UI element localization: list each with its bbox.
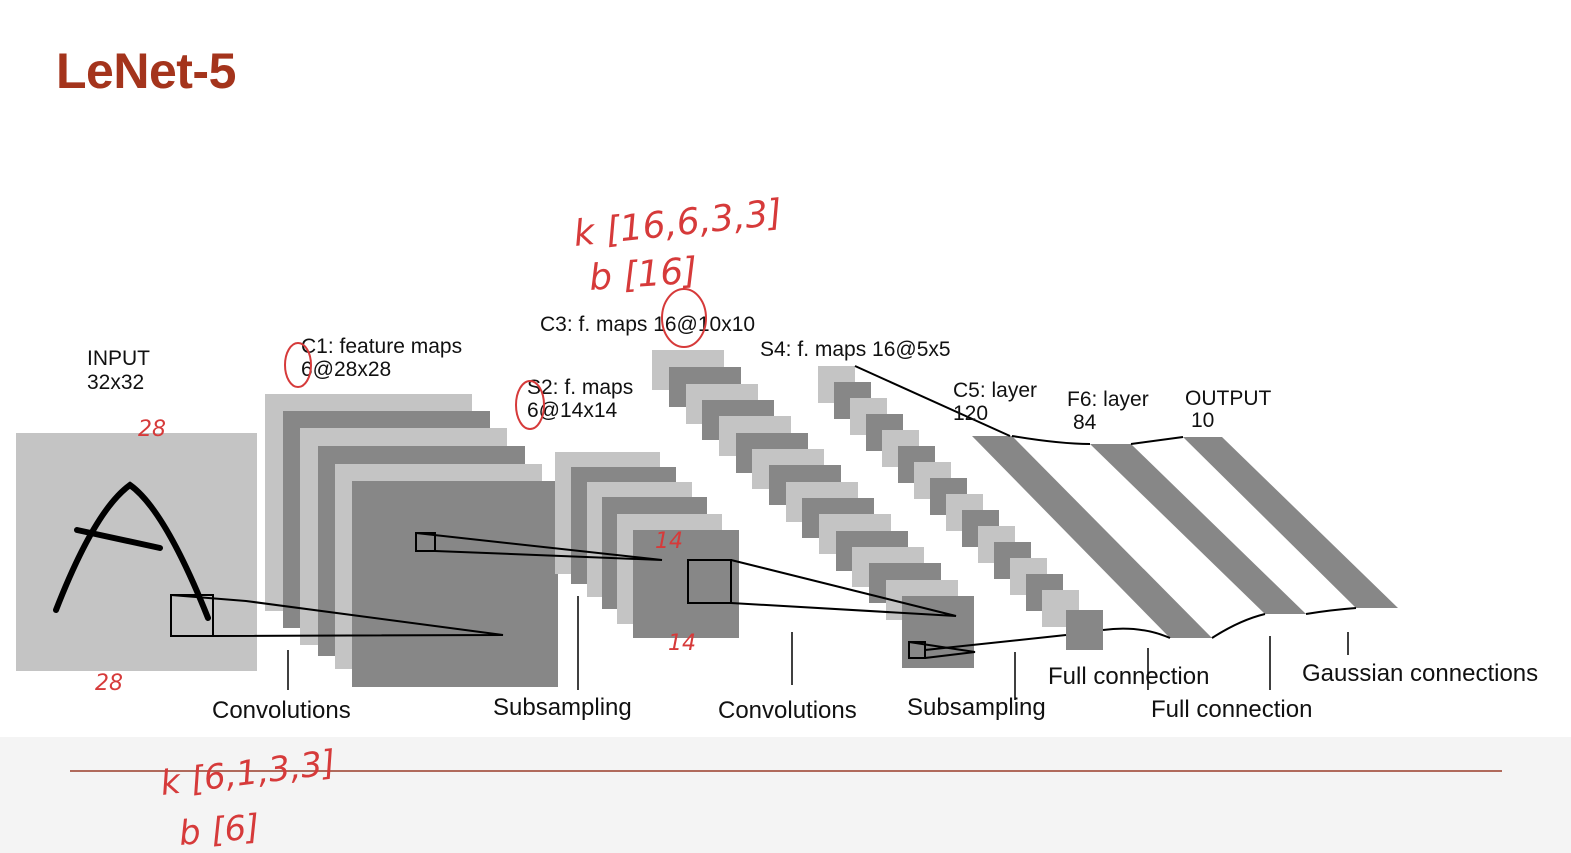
red-circle-annotations (284, 288, 707, 430)
op-label-subsampling-2: Subsampling (907, 694, 1046, 721)
output-layer (1183, 437, 1398, 608)
s4-feature-maps (818, 366, 1103, 650)
f6-label: F6: layer (1067, 388, 1149, 411)
c1-kernel-note: k [6,1,3,3] (158, 743, 338, 804)
input-image (16, 433, 257, 671)
input-height-note: 28 (95, 671, 123, 696)
c1-size-label: 6@28x28 (301, 358, 391, 381)
c3-bias-note: b [16] (588, 251, 699, 299)
f6-size-label: 84 (1073, 411, 1097, 434)
c5-size-label: 120 (953, 402, 988, 425)
input-width-note: 28 (138, 417, 166, 442)
handwritten-a-glyph (53, 481, 211, 621)
s2-feature-maps (555, 452, 739, 638)
c1-label: C1: feature maps (301, 335, 462, 358)
footer-rule (70, 770, 1502, 772)
slide-footer-band (0, 737, 1571, 853)
s2-size-label: 6@14x14 (527, 399, 618, 422)
op-label-convolutions-2: Convolutions (718, 697, 857, 724)
c5-layer (972, 436, 1212, 638)
output-label: OUTPUT (1185, 387, 1272, 410)
c5-label: C5: layer (953, 379, 1037, 402)
input-size-label: 32x32 (87, 371, 144, 394)
f6-layer (1090, 444, 1306, 614)
c3-kernel-note: k [16,6,3,3] (572, 192, 784, 255)
c1-feature-maps (265, 394, 558, 687)
op-label-gaussian-connections: Gaussian connections (1302, 660, 1538, 687)
s2-label: S2: f. maps (527, 376, 633, 399)
s2-width-note: 14 (655, 529, 683, 554)
connection-lines (854, 365, 1357, 639)
receptive-field-lines (170, 532, 1067, 659)
output-size-label: 10 (1191, 409, 1214, 432)
c1-bias-note: b [6] (177, 807, 261, 853)
s4-label: S4: f. maps 16@5x5 (760, 338, 951, 361)
op-label-subsampling-1: Subsampling (493, 694, 632, 721)
op-label-convolutions-1: Convolutions (212, 697, 351, 724)
c3-label: C3: f. maps 16@10x10 (540, 313, 755, 336)
operation-dividers (287, 596, 1349, 700)
op-label-full-connection-1: Full connection (1048, 663, 1209, 690)
s2-height-note: 14 (668, 631, 696, 656)
op-label-full-connection-2: Full connection (1151, 696, 1312, 723)
input-label: INPUT (87, 347, 150, 370)
slide-title: LeNet-5 (56, 43, 236, 99)
